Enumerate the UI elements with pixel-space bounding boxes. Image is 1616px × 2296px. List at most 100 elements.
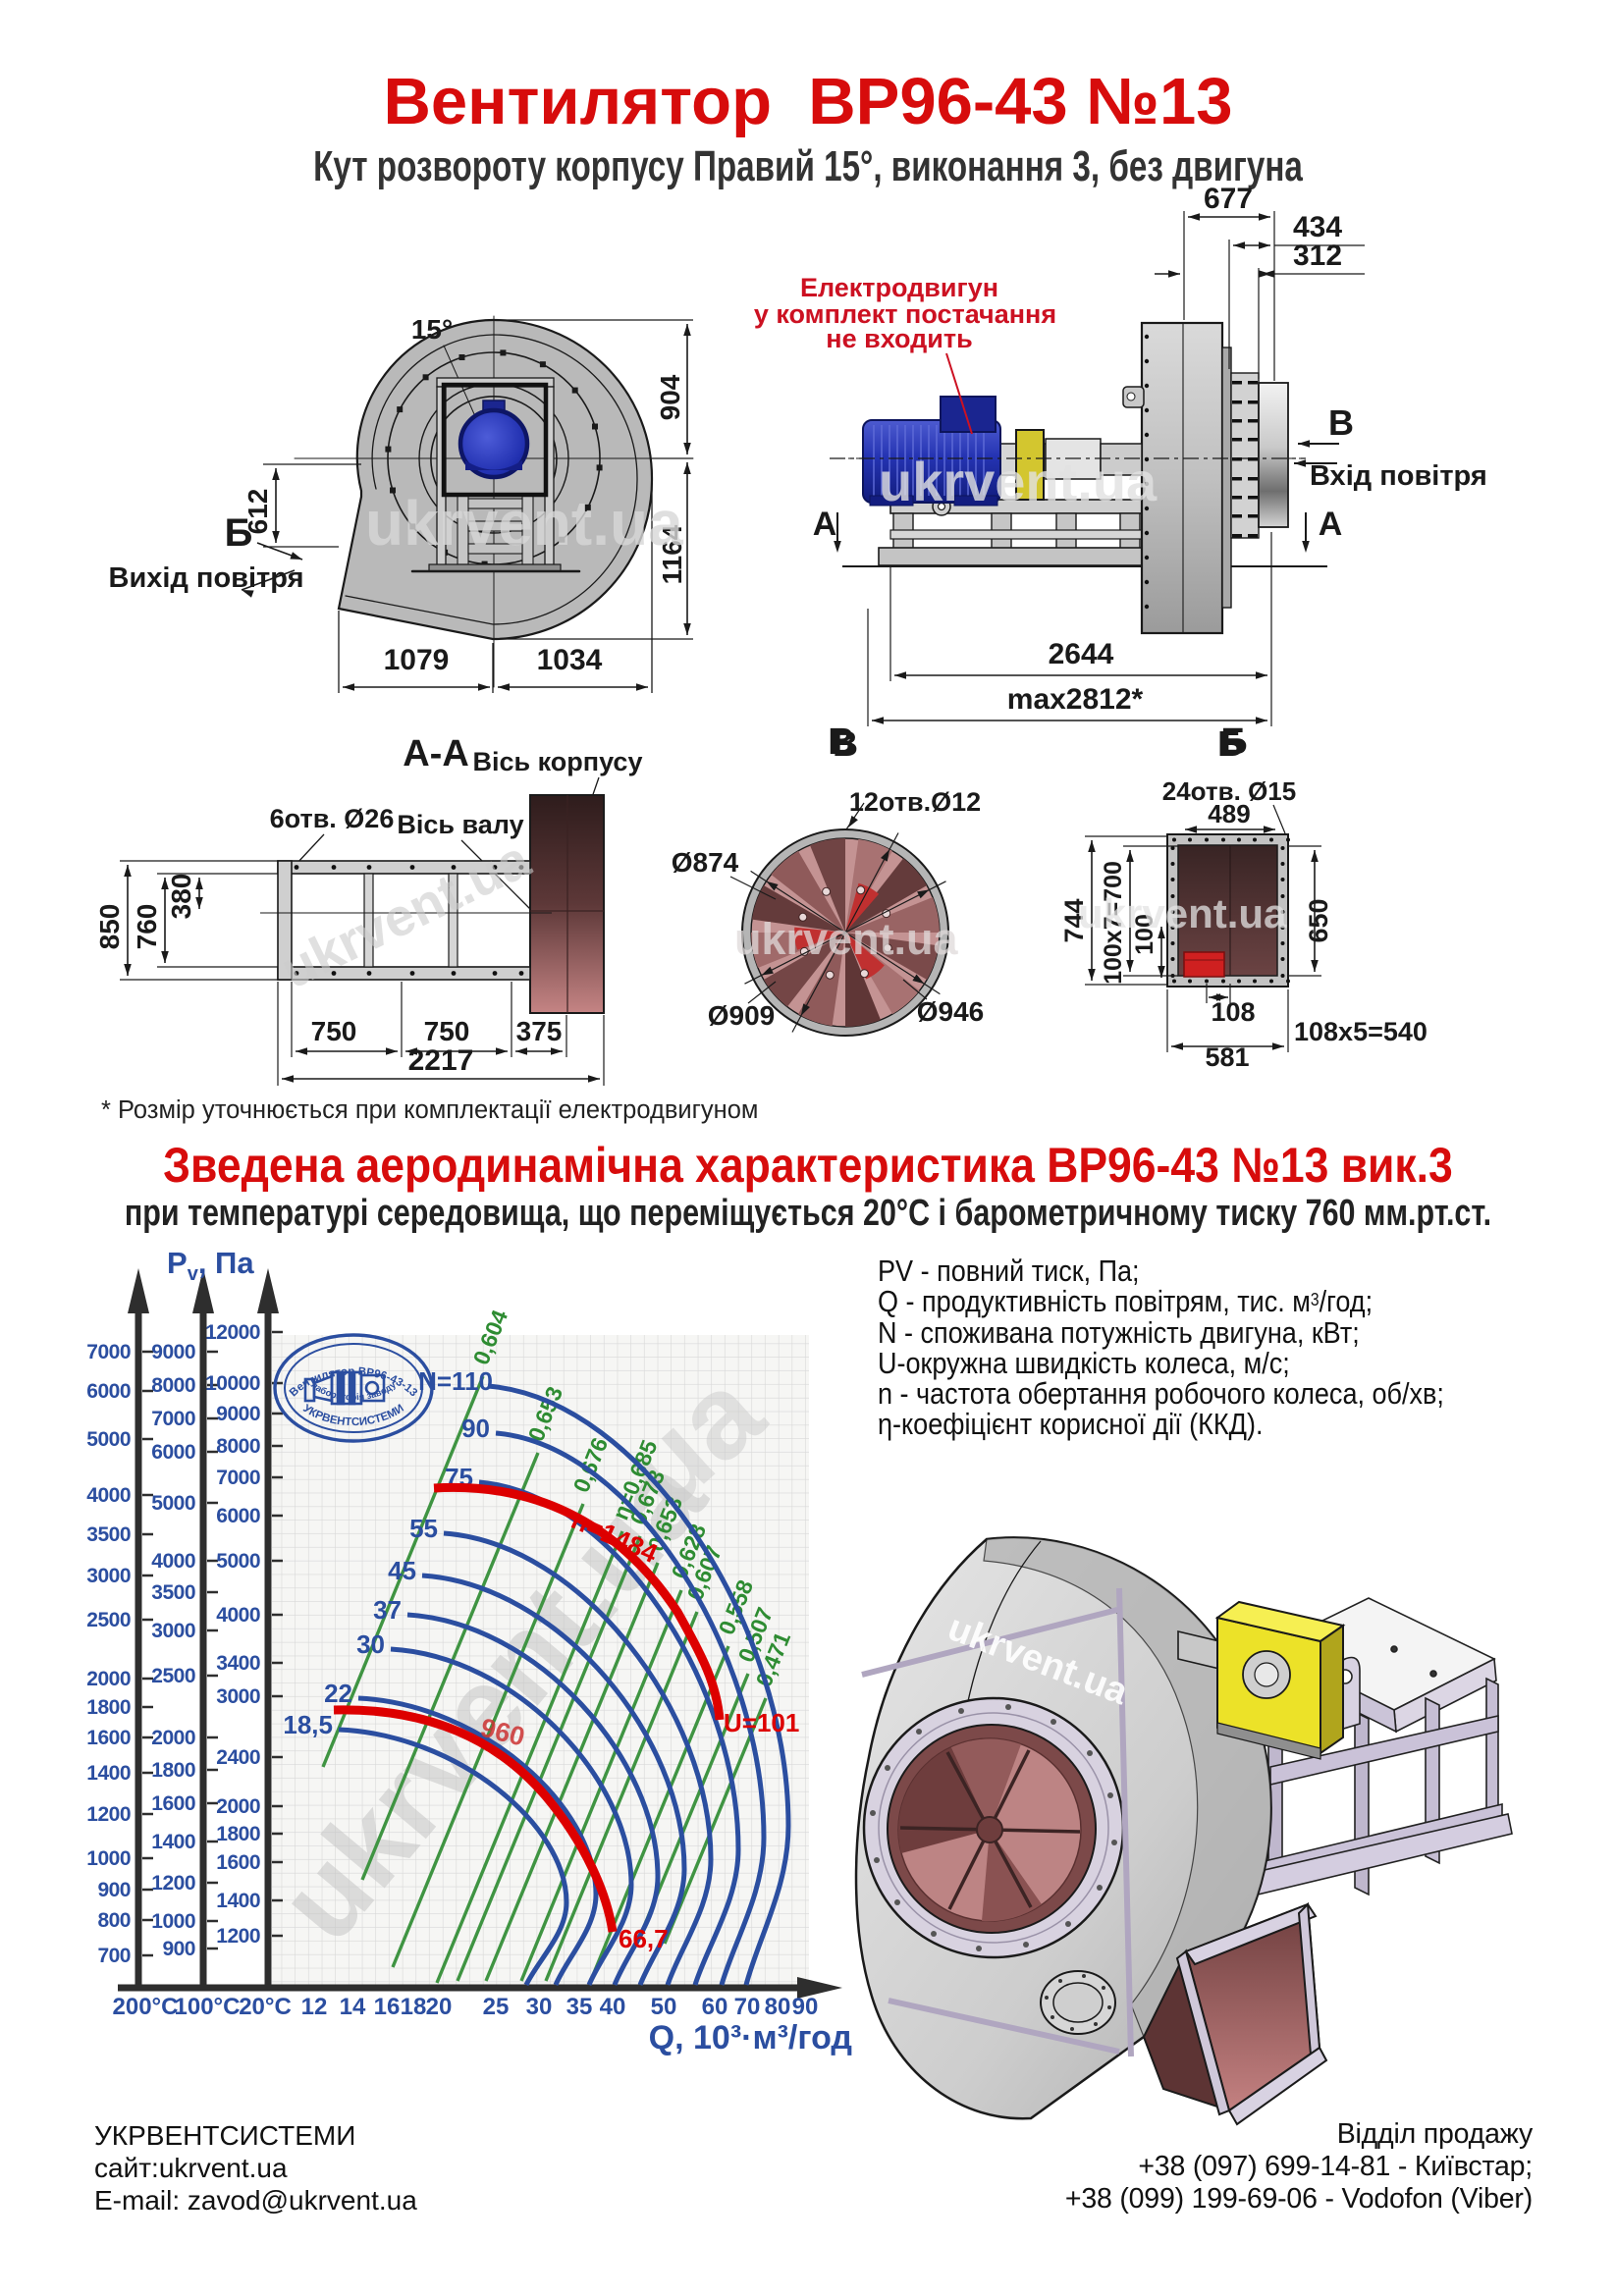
svg-text:100x7=700: 100x7=700 bbox=[1100, 861, 1127, 985]
svg-text:1600: 1600 bbox=[216, 1851, 260, 1874]
svg-text:Б: Б bbox=[225, 511, 253, 555]
svg-text:3000: 3000 bbox=[151, 1620, 195, 1642]
svg-text:2000: 2000 bbox=[151, 1727, 195, 1749]
svg-text:650: 650 bbox=[1304, 898, 1333, 942]
svg-text:1400: 1400 bbox=[86, 1762, 131, 1785]
svg-text:5000: 5000 bbox=[151, 1492, 195, 1515]
svg-text:А: А bbox=[813, 506, 837, 543]
svg-text:7000: 7000 bbox=[151, 1408, 195, 1430]
svg-text:8000: 8000 bbox=[216, 1435, 260, 1458]
svg-text:ukrvent.ua: ukrvent.ua bbox=[1078, 890, 1287, 936]
svg-text:ukrvent.ua: ukrvent.ua bbox=[879, 451, 1158, 512]
svg-text:Ø874: Ø874 bbox=[672, 847, 739, 878]
svg-text:у комплект постачання: у комплект постачання bbox=[754, 299, 1056, 329]
svg-text:2500: 2500 bbox=[151, 1665, 195, 1687]
svg-text:1800: 1800 bbox=[216, 1823, 260, 1845]
svg-text:max2812*: max2812* bbox=[1007, 683, 1144, 716]
svg-text:1200: 1200 bbox=[151, 1872, 195, 1895]
svg-text:5000: 5000 bbox=[86, 1428, 131, 1451]
svg-text:200°C: 200°C bbox=[113, 1994, 179, 2020]
svg-text:12отв.Ø12: 12отв.Ø12 bbox=[849, 787, 981, 817]
svg-text:2400: 2400 bbox=[216, 1746, 260, 1769]
svg-text:1800: 1800 bbox=[151, 1759, 195, 1782]
svg-text:4000: 4000 bbox=[151, 1550, 195, 1573]
svg-text:Ø909: Ø909 bbox=[708, 1000, 776, 1031]
svg-text:1600: 1600 bbox=[151, 1792, 195, 1815]
svg-text:2217: 2217 bbox=[408, 1044, 474, 1077]
svg-text:434: 434 bbox=[1293, 211, 1342, 243]
svg-text:1400: 1400 bbox=[216, 1890, 260, 1912]
svg-text:37: 37 bbox=[373, 1595, 402, 1625]
svg-text:50: 50 bbox=[651, 1994, 677, 2020]
svg-text:25: 25 bbox=[483, 1994, 510, 2020]
svg-text:Ø946: Ø946 bbox=[917, 996, 985, 1027]
svg-text:9000: 9000 bbox=[216, 1403, 260, 1425]
svg-text:700: 700 bbox=[97, 1945, 131, 1967]
svg-text:1164: 1164 bbox=[657, 524, 687, 584]
svg-text:760: 760 bbox=[132, 904, 162, 950]
svg-text:2000: 2000 bbox=[216, 1795, 260, 1818]
svg-text:1800: 1800 bbox=[86, 1696, 131, 1719]
svg-text:Б: Б bbox=[1220, 721, 1247, 763]
svg-text:А: А bbox=[1319, 506, 1343, 543]
svg-text:16: 16 bbox=[374, 1994, 401, 2020]
svg-text:904: 904 bbox=[655, 374, 685, 420]
svg-text:108x5=540: 108x5=540 bbox=[1294, 1017, 1427, 1046]
svg-text:3500: 3500 bbox=[151, 1581, 195, 1604]
svg-text:750: 750 bbox=[311, 1016, 357, 1046]
svg-text:14: 14 bbox=[340, 1994, 366, 2020]
svg-text:800: 800 bbox=[97, 1909, 131, 1932]
svg-text:45: 45 bbox=[388, 1556, 416, 1585]
svg-text:1200: 1200 bbox=[216, 1925, 260, 1948]
svg-text:9000: 9000 bbox=[151, 1341, 195, 1363]
svg-text:Вісь валу: Вісь валу bbox=[397, 810, 523, 839]
svg-text:12: 12 bbox=[301, 1994, 328, 2020]
svg-text:100°C: 100°C bbox=[175, 1994, 241, 2020]
svg-text:U=101: U=101 bbox=[724, 1708, 799, 1737]
svg-text:Вихід повітря: Вихід повітря bbox=[109, 562, 304, 594]
svg-text:380: 380 bbox=[166, 874, 196, 920]
svg-text:В: В bbox=[1328, 402, 1354, 443]
svg-text:22: 22 bbox=[324, 1679, 352, 1708]
svg-text:8000: 8000 bbox=[151, 1374, 195, 1397]
svg-text:6000: 6000 bbox=[216, 1505, 260, 1527]
svg-text:2644: 2644 bbox=[1049, 638, 1114, 670]
svg-text:4000: 4000 bbox=[216, 1604, 260, 1627]
svg-text:20: 20 bbox=[426, 1994, 453, 2020]
svg-text:10000: 10000 bbox=[205, 1372, 260, 1395]
svg-text:7000: 7000 bbox=[86, 1341, 131, 1363]
svg-text:18: 18 bbox=[401, 1994, 427, 2020]
svg-text:66,7: 66,7 bbox=[619, 1924, 669, 1953]
svg-text:40: 40 bbox=[600, 1994, 626, 2020]
svg-text:6000: 6000 bbox=[151, 1441, 195, 1464]
svg-text:1400: 1400 bbox=[151, 1831, 195, 1853]
svg-text:Q, 10³·м³/год: Q, 10³·м³/год bbox=[649, 2019, 852, 2056]
svg-text:А-А: А-А bbox=[403, 733, 469, 774]
svg-text:1000: 1000 bbox=[86, 1847, 131, 1870]
svg-text:12000: 12000 bbox=[205, 1321, 260, 1344]
svg-text:80: 80 bbox=[765, 1994, 791, 2020]
svg-text:ukrvent.ua: ukrvent.ua bbox=[734, 914, 959, 964]
svg-text:Електродвигун: Електродвигун bbox=[800, 273, 998, 302]
svg-text:1034: 1034 bbox=[537, 644, 603, 676]
svg-text:2000: 2000 bbox=[86, 1668, 131, 1690]
svg-text:3500: 3500 bbox=[86, 1523, 131, 1546]
svg-text:581: 581 bbox=[1205, 1042, 1249, 1072]
svg-text:90: 90 bbox=[461, 1414, 490, 1443]
svg-text:900: 900 bbox=[97, 1879, 131, 1901]
svg-text:744: 744 bbox=[1059, 898, 1089, 942]
svg-text:ukrvent.ua: ukrvent.ua bbox=[365, 488, 683, 559]
svg-text:30: 30 bbox=[526, 1994, 553, 2020]
svg-text:1079: 1079 bbox=[384, 644, 450, 676]
svg-text:60: 60 bbox=[702, 1994, 728, 2020]
svg-text:не входить: не входить bbox=[826, 324, 972, 353]
svg-text:В: В bbox=[833, 723, 858, 764]
svg-text:677: 677 bbox=[1204, 183, 1253, 215]
svg-text:18,5: 18,5 bbox=[283, 1710, 333, 1739]
svg-text:55: 55 bbox=[409, 1514, 438, 1543]
svg-text:612: 612 bbox=[242, 489, 273, 535]
svg-text:Pv, Па: Pv, Па bbox=[167, 1246, 254, 1285]
svg-text:Вісь корпусу: Вісь корпусу bbox=[473, 747, 643, 776]
svg-text:30: 30 bbox=[356, 1629, 385, 1659]
svg-text:1600: 1600 bbox=[86, 1727, 131, 1749]
